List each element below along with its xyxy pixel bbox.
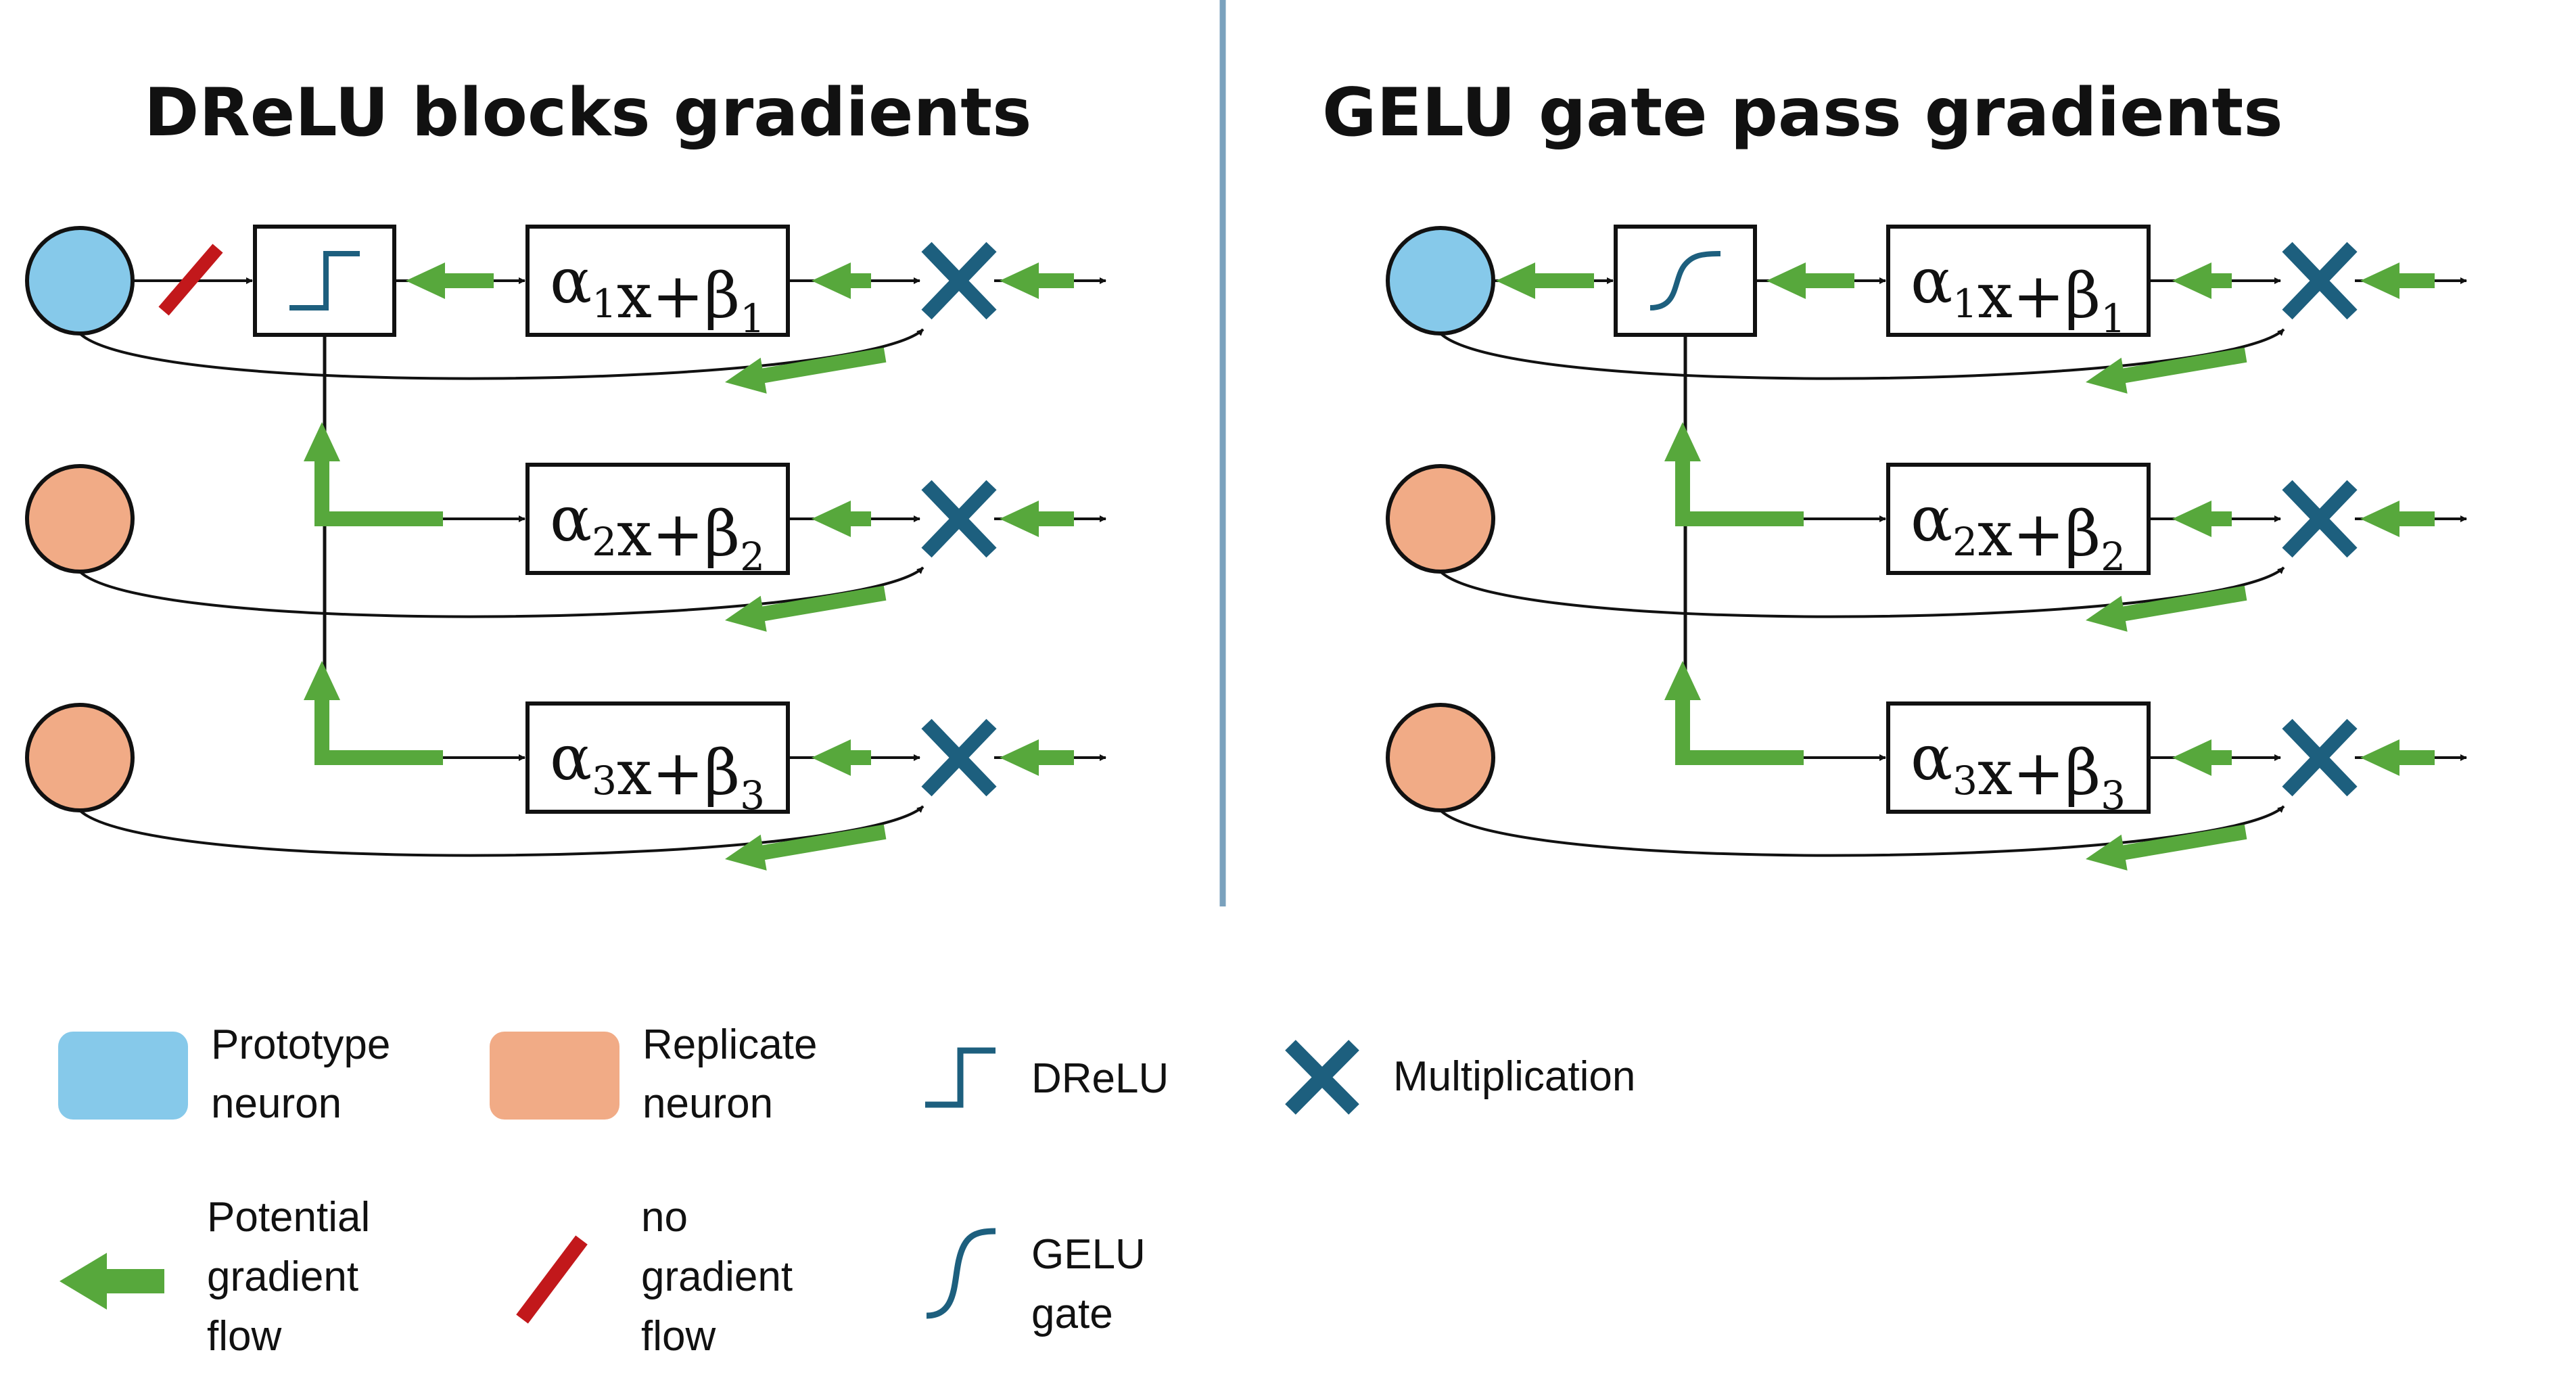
gradient-arrow-gate bbox=[1766, 262, 1854, 299]
right-panel-title: GELU gate pass gradients bbox=[1322, 74, 2283, 152]
legend-no-gradient-line3: flow bbox=[641, 1313, 716, 1360]
multiplication-icon bbox=[2282, 718, 2358, 797]
gradient-arrow-bypass bbox=[2086, 585, 2247, 632]
multiplication-icon bbox=[2282, 480, 2358, 558]
legend-no-gradient-line2: gradient bbox=[641, 1253, 793, 1300]
affine-formula: α1x+β1 bbox=[550, 245, 765, 342]
gradient-branch-path bbox=[1675, 465, 1804, 526]
sigmoid-icon bbox=[926, 1228, 996, 1319]
replicate-neuron bbox=[1386, 464, 1495, 574]
legend-drelu-label: DReLU bbox=[1031, 1055, 1169, 1102]
gradient-arrow-bypass bbox=[725, 347, 887, 394]
legend-item-gradient: Potential gradient flow bbox=[60, 1194, 370, 1360]
legend-replicate-line1: Replicate bbox=[642, 1021, 817, 1068]
affine-box bbox=[1886, 701, 2151, 814]
affine-formula: α2x+β2 bbox=[1911, 483, 2126, 580]
gradient-arrow-up bbox=[1664, 422, 1701, 467]
gradient-arrow-up bbox=[1664, 661, 1701, 706]
legend-gradient-line3: flow bbox=[207, 1313, 281, 1360]
gradient-arrow-box bbox=[812, 739, 871, 776]
affine-box bbox=[1886, 463, 2151, 575]
step-icon bbox=[925, 1047, 996, 1108]
legend: Prototype neuron Replicate neuron DReLU … bbox=[58, 1021, 1635, 1360]
gelu-panel: α1x+β1 α2x+β2 α3x+β3 bbox=[1386, 225, 2467, 871]
legend-multiplication-label: Multiplication bbox=[1393, 1053, 1635, 1100]
affine-box bbox=[1886, 225, 2151, 337]
gradient-arrow-to-neuron bbox=[1496, 262, 1594, 299]
prototype-neuron bbox=[25, 226, 135, 336]
affine-formula: α3x+β3 bbox=[1911, 722, 2126, 819]
replicate-neuron bbox=[25, 464, 135, 574]
gradient-arrow-output bbox=[2360, 262, 2435, 299]
gate-box bbox=[1614, 225, 1757, 337]
affine-box bbox=[525, 225, 790, 337]
gradient-arrow-output bbox=[1000, 739, 1074, 776]
gradient-arrow-icon bbox=[60, 1253, 164, 1310]
gradient-arrow-up bbox=[304, 661, 340, 706]
blocked-slash-icon bbox=[516, 1235, 588, 1324]
prototype-swatch bbox=[58, 1032, 188, 1120]
gradient-arrow-bypass bbox=[725, 824, 887, 871]
gradient-branch-path bbox=[314, 465, 443, 526]
drelu-panel: α1x+β1 α2x+β2 α3x+β3 bbox=[25, 225, 1106, 871]
legend-gelu-line1: GELU bbox=[1031, 1231, 1146, 1278]
multiplication-icon bbox=[921, 241, 997, 320]
gradient-arrow-box bbox=[812, 262, 871, 299]
legend-gradient-line1: Potential bbox=[207, 1194, 370, 1241]
legend-prototype-line2: neuron bbox=[211, 1080, 342, 1127]
legend-item-gelu: GELU gate bbox=[926, 1228, 1146, 1337]
affine-formula: α1x+β1 bbox=[1911, 245, 2126, 342]
sigmoid-icon bbox=[1649, 251, 1721, 310]
gradient-arrow-output bbox=[2360, 501, 2435, 537]
gradient-arrow-output bbox=[1000, 262, 1074, 299]
prototype-neuron bbox=[1386, 226, 1495, 336]
replicate-neuron bbox=[25, 703, 135, 812]
gradient-arrow-output bbox=[1000, 501, 1074, 537]
replicate-swatch bbox=[490, 1032, 619, 1120]
multiplication-icon bbox=[1285, 1040, 1359, 1115]
multiplication-icon bbox=[921, 480, 997, 558]
gradient-arrow-box bbox=[2172, 262, 2232, 299]
gradient-branch-path bbox=[314, 704, 443, 765]
legend-gradient-line2: gradient bbox=[207, 1253, 358, 1300]
left-panel-title: DReLU blocks gradients bbox=[144, 74, 1031, 152]
legend-item-prototype: Prototype neuron bbox=[58, 1021, 390, 1127]
gradient-arrow-box bbox=[2172, 501, 2232, 537]
legend-item-no-gradient: no gradient flow bbox=[516, 1194, 793, 1360]
legend-gelu-line2: gate bbox=[1031, 1291, 1113, 1337]
affine-formula: α3x+β3 bbox=[550, 722, 765, 819]
blocked-slash-icon bbox=[158, 244, 223, 316]
legend-item-replicate: Replicate neuron bbox=[490, 1021, 817, 1127]
legend-no-gradient-line1: no bbox=[641, 1194, 688, 1241]
gradient-branch-path bbox=[1675, 704, 1804, 765]
gradient-arrow-gate bbox=[406, 262, 494, 299]
replicate-neuron bbox=[1386, 703, 1495, 812]
legend-replicate-line2: neuron bbox=[642, 1080, 773, 1127]
gradient-arrow-bypass bbox=[2086, 347, 2247, 394]
gradient-arrow-bypass bbox=[2086, 824, 2247, 871]
legend-prototype-line1: Prototype bbox=[211, 1021, 390, 1068]
gradient-arrow-box bbox=[812, 501, 871, 537]
gradient-arrow-up bbox=[304, 422, 340, 467]
gradient-arrow-output bbox=[2360, 739, 2435, 776]
affine-box bbox=[525, 701, 790, 814]
affine-formula: α2x+β2 bbox=[550, 483, 765, 580]
multiplication-icon bbox=[921, 718, 997, 797]
legend-item-multiplication: Multiplication bbox=[1285, 1040, 1635, 1115]
legend-item-drelu: DReLU bbox=[925, 1047, 1169, 1108]
step-icon bbox=[289, 251, 360, 310]
multiplication-icon bbox=[2282, 241, 2358, 320]
gradient-arrow-bypass bbox=[725, 585, 887, 632]
affine-box bbox=[525, 463, 790, 575]
gradient-arrow-box bbox=[2172, 739, 2232, 776]
